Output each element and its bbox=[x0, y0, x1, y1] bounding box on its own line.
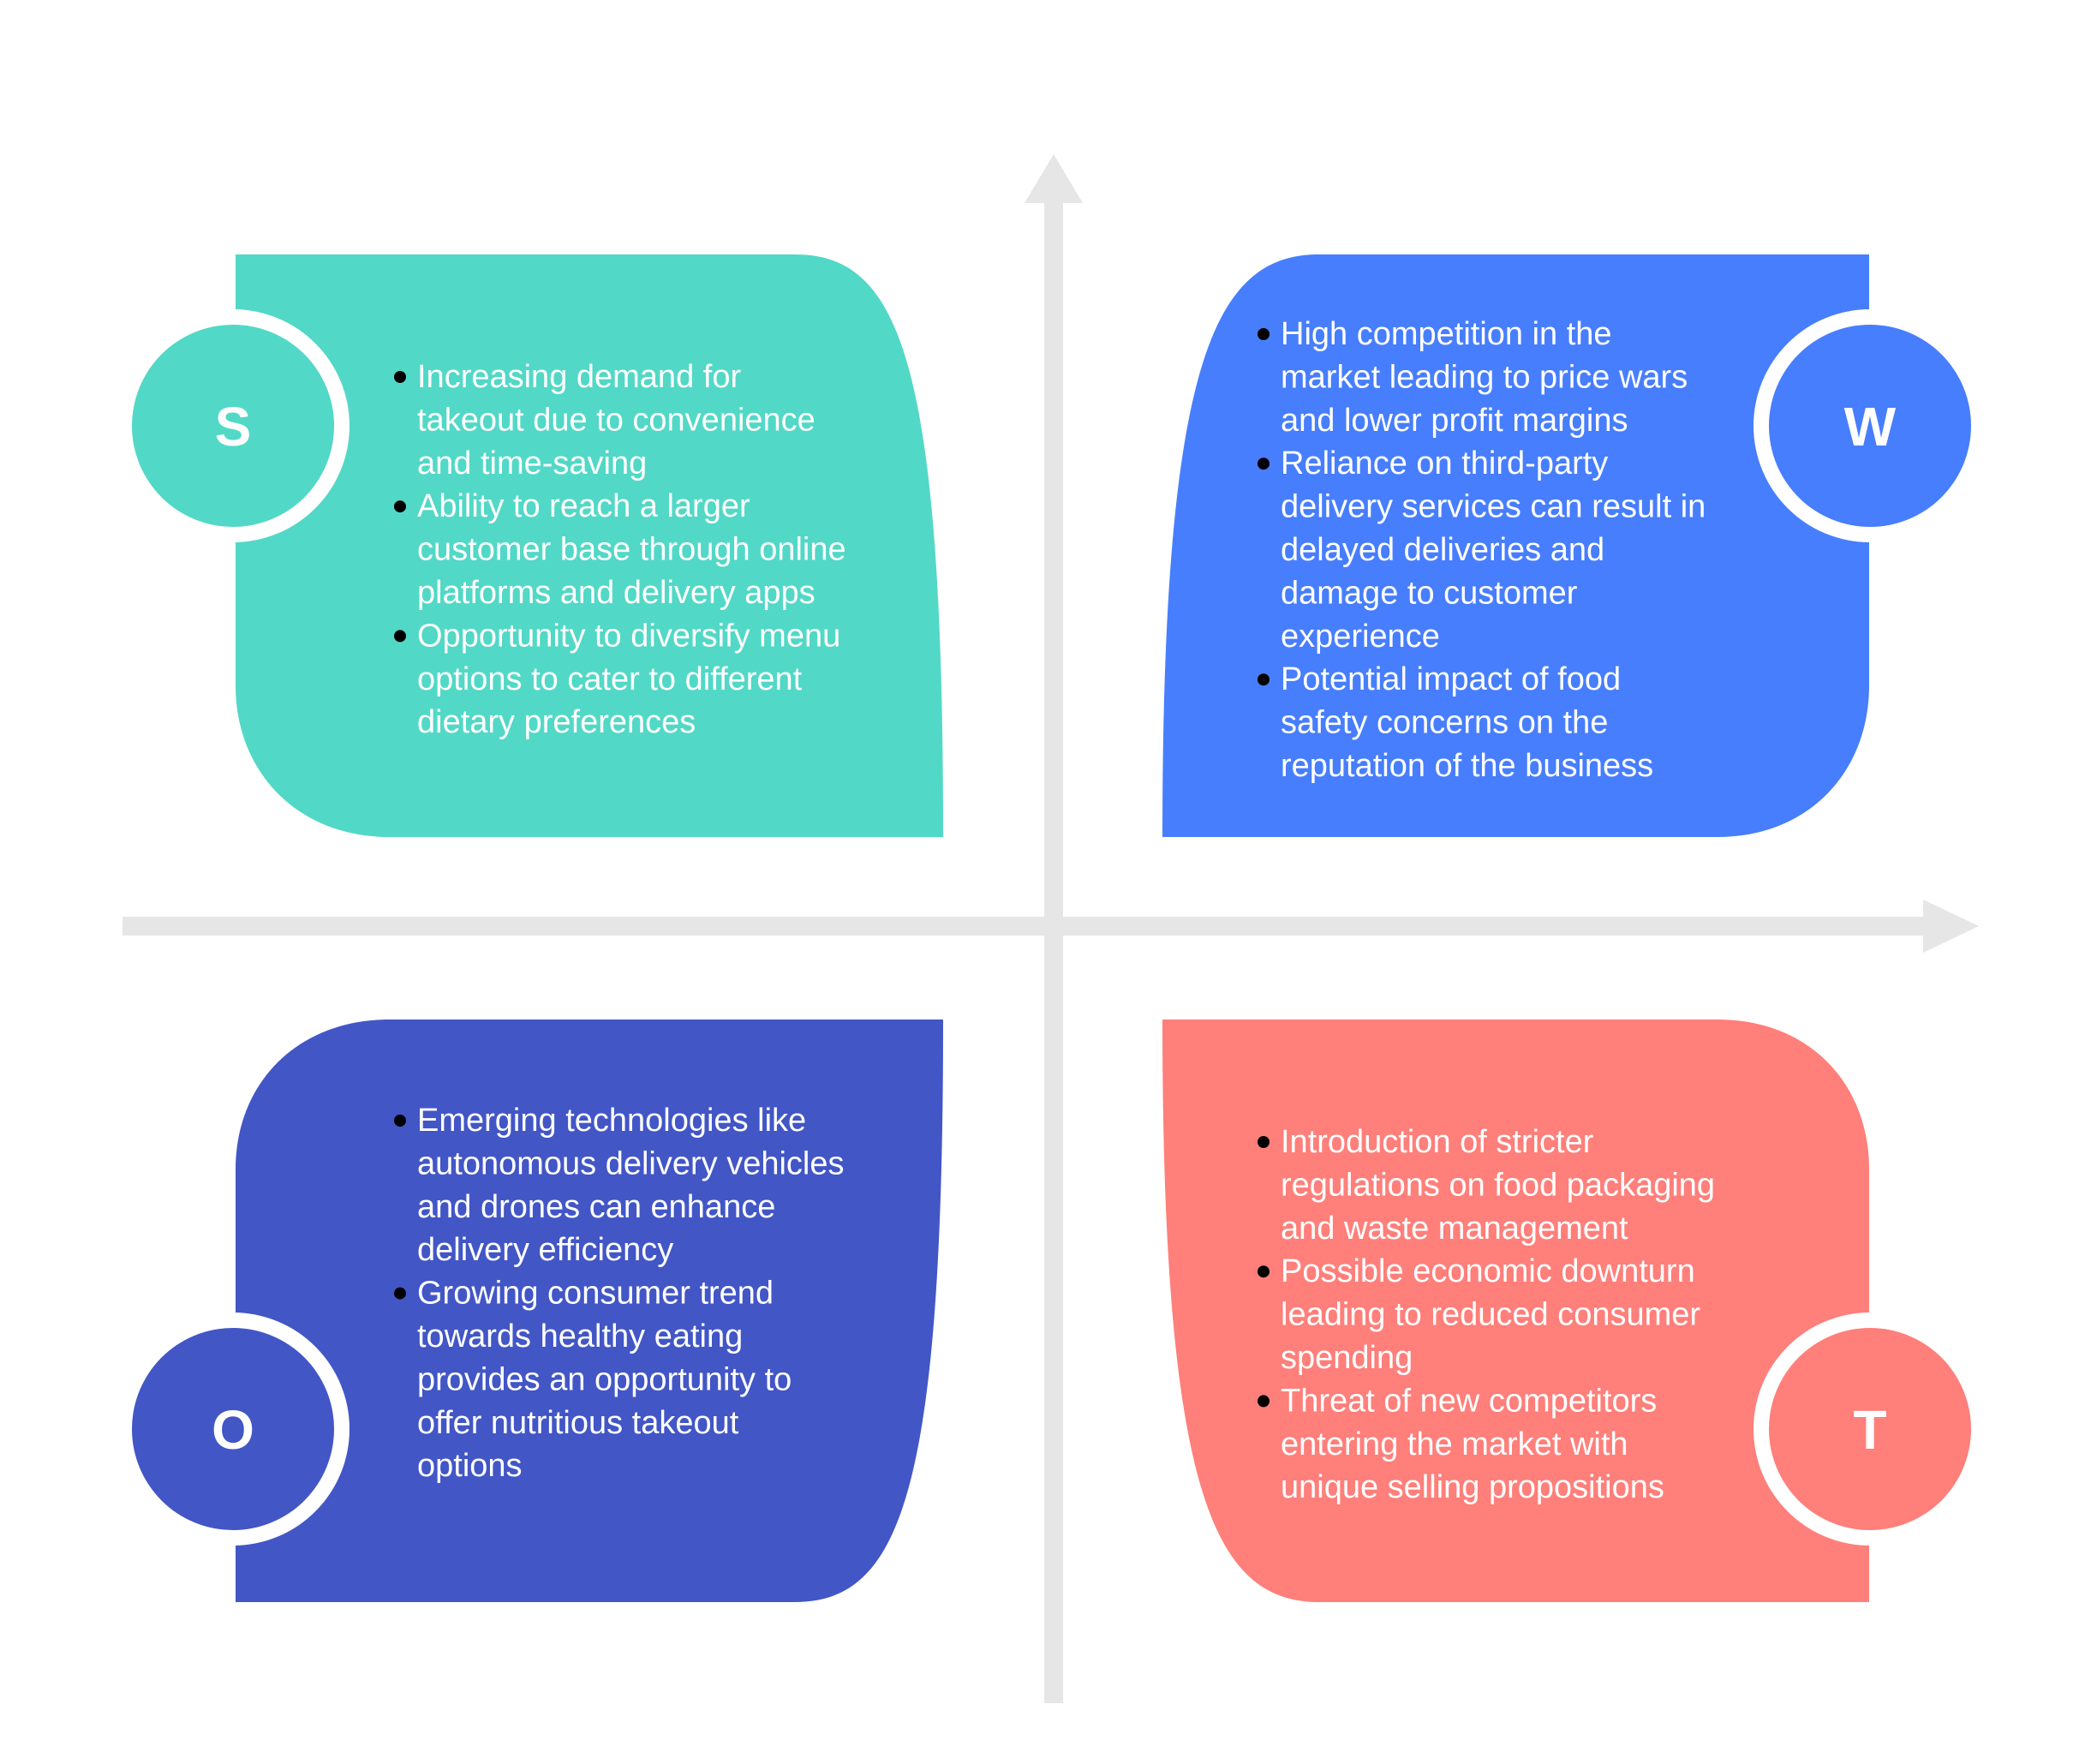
threats-item-line: and waste management bbox=[1281, 1211, 1628, 1247]
bullet-dot-icon bbox=[394, 500, 406, 513]
weaknesses-item-line: delivery services can result in bbox=[1281, 489, 1706, 525]
bullet-dot-icon bbox=[394, 371, 406, 383]
horizontal-axis bbox=[122, 917, 1926, 936]
strengths-badge bbox=[132, 325, 334, 527]
opportunities-card: O Emerging technologies like autonomous d… bbox=[116, 1020, 943, 1602]
weaknesses-card: W High competition in the market leading … bbox=[1162, 254, 1986, 837]
weaknesses-item-line: Reliance on third-party bbox=[1281, 445, 1608, 481]
weaknesses-item-line: experience bbox=[1281, 619, 1440, 655]
threats-item-line: leading to reduced consumer bbox=[1281, 1297, 1700, 1333]
opportunities-card-shape bbox=[236, 1020, 943, 1602]
strengths-item-line: customer base through online bbox=[417, 532, 846, 568]
bullet-dot-icon bbox=[1258, 673, 1270, 686]
bullet-dot-icon bbox=[1258, 457, 1270, 470]
strengths-card: S Increasing demand for takeout due to co… bbox=[116, 254, 943, 837]
strengths-item-line: and time-saving bbox=[417, 445, 647, 481]
horizontal-axis-arrowhead bbox=[1923, 900, 1979, 953]
opportunities-item-line: Emerging technologies like bbox=[417, 1103, 806, 1139]
vertical-axis bbox=[1044, 200, 1063, 1703]
opportunities-item-line: options bbox=[417, 1448, 523, 1484]
opportunities-item-line: offer nutritious takeout bbox=[417, 1405, 739, 1441]
strengths-item-line: Opportunity to diversify menu bbox=[417, 618, 840, 654]
opportunities-item-line: delivery efficiency bbox=[417, 1232, 673, 1268]
bullet-dot-icon bbox=[394, 630, 406, 643]
threats-item-line: regulations on food packaging bbox=[1281, 1167, 1715, 1203]
strengths-item-2: Ability to reach a larger customer base t… bbox=[417, 488, 846, 611]
threats-item-line: Possible economic downturn bbox=[1281, 1253, 1695, 1289]
weaknesses-item-line: and lower profit margins bbox=[1281, 403, 1628, 439]
threats-list: Introduction of stricter regulations on f… bbox=[1258, 1124, 1715, 1505]
opportunities-item-line: towards healthy eating bbox=[417, 1319, 743, 1354]
bullet-dot-icon bbox=[1258, 1395, 1270, 1408]
weaknesses-card-shape bbox=[1162, 254, 1869, 837]
bullet-dot-icon bbox=[1258, 328, 1270, 340]
strengths-letter: S bbox=[215, 396, 252, 457]
weaknesses-badge bbox=[1769, 325, 1971, 527]
bullet-dot-icon bbox=[394, 1115, 406, 1127]
weaknesses-list: High competition in the market leading to… bbox=[1258, 316, 1706, 784]
weaknesses-letter: W bbox=[1844, 396, 1897, 457]
weaknesses-item-line: delayed deliveries and bbox=[1281, 532, 1604, 568]
opportunities-badge bbox=[132, 1328, 334, 1530]
strengths-item-line: platforms and delivery apps bbox=[417, 575, 815, 611]
threats-item-2: Possible economic downturn leading to red… bbox=[1281, 1253, 1700, 1376]
weaknesses-item-3: Potential impact of food safety concerns … bbox=[1281, 661, 1653, 784]
weaknesses-item-2: Reliance on third-party delivery services… bbox=[1281, 445, 1706, 655]
weaknesses-item-1: High competition in the market leading to… bbox=[1281, 316, 1688, 439]
strengths-item-line: options to cater to different bbox=[417, 661, 803, 697]
opportunities-letter: O bbox=[212, 1399, 254, 1461]
weaknesses-item-line: High competition in the bbox=[1281, 316, 1612, 352]
threats-badge bbox=[1769, 1328, 1971, 1530]
threats-item-line: spending bbox=[1281, 1340, 1413, 1376]
strengths-item-1: Increasing demand for takeout due to conv… bbox=[417, 359, 815, 481]
opportunities-item-line: autonomous delivery vehicles bbox=[417, 1145, 845, 1181]
strengths-item-line: Increasing demand for bbox=[417, 359, 741, 395]
bullet-dot-icon bbox=[1258, 1136, 1270, 1148]
opportunities-list: Emerging technologies like autonomous del… bbox=[394, 1103, 845, 1484]
opportunities-item-2: Growing consumer trend towards healthy ea… bbox=[417, 1276, 792, 1485]
strengths-item-line: Ability to reach a larger bbox=[417, 488, 750, 524]
threats-item-1: Introduction of stricter regulations on f… bbox=[1281, 1124, 1715, 1247]
weaknesses-item-line: Potential impact of food bbox=[1281, 661, 1621, 697]
strengths-list: Increasing demand for takeout due to conv… bbox=[394, 359, 846, 740]
bullet-dot-icon bbox=[394, 1287, 406, 1300]
bullet-dot-icon bbox=[1258, 1265, 1270, 1278]
vertical-axis-arrowhead bbox=[1025, 154, 1083, 203]
axes bbox=[122, 154, 1979, 1703]
threats-card: T Introduction of stricter regulations on… bbox=[1162, 1020, 1986, 1602]
threats-item-line: unique selling propositions bbox=[1281, 1469, 1664, 1505]
weaknesses-item-line: safety concerns on the bbox=[1281, 705, 1608, 741]
threats-item-3: Threat of new competitors entering the ma… bbox=[1281, 1383, 1664, 1505]
opportunities-item-line: provides an opportunity to bbox=[417, 1361, 792, 1397]
strengths-item-line: dietary preferences bbox=[417, 704, 696, 740]
threats-item-line: entering the market with bbox=[1281, 1426, 1628, 1462]
threats-letter: T bbox=[1853, 1399, 1886, 1461]
opportunities-item-line: Growing consumer trend bbox=[417, 1276, 774, 1312]
opportunities-item-1: Emerging technologies like autonomous del… bbox=[417, 1103, 845, 1268]
strengths-item-3: Opportunity to diversify menu options to … bbox=[417, 618, 840, 740]
opportunities-item-line: and drones can enhance bbox=[417, 1189, 775, 1225]
strengths-item-line: takeout due to convenience bbox=[417, 402, 815, 438]
weaknesses-item-line: damage to customer bbox=[1281, 575, 1578, 611]
weaknesses-item-line: market leading to price wars bbox=[1281, 359, 1688, 395]
threats-card-shape bbox=[1162, 1020, 1869, 1602]
threats-item-line: Introduction of stricter bbox=[1281, 1124, 1594, 1160]
weaknesses-item-line: reputation of the business bbox=[1281, 748, 1653, 784]
strengths-card-shape bbox=[236, 254, 943, 837]
threats-item-line: Threat of new competitors bbox=[1281, 1383, 1657, 1419]
